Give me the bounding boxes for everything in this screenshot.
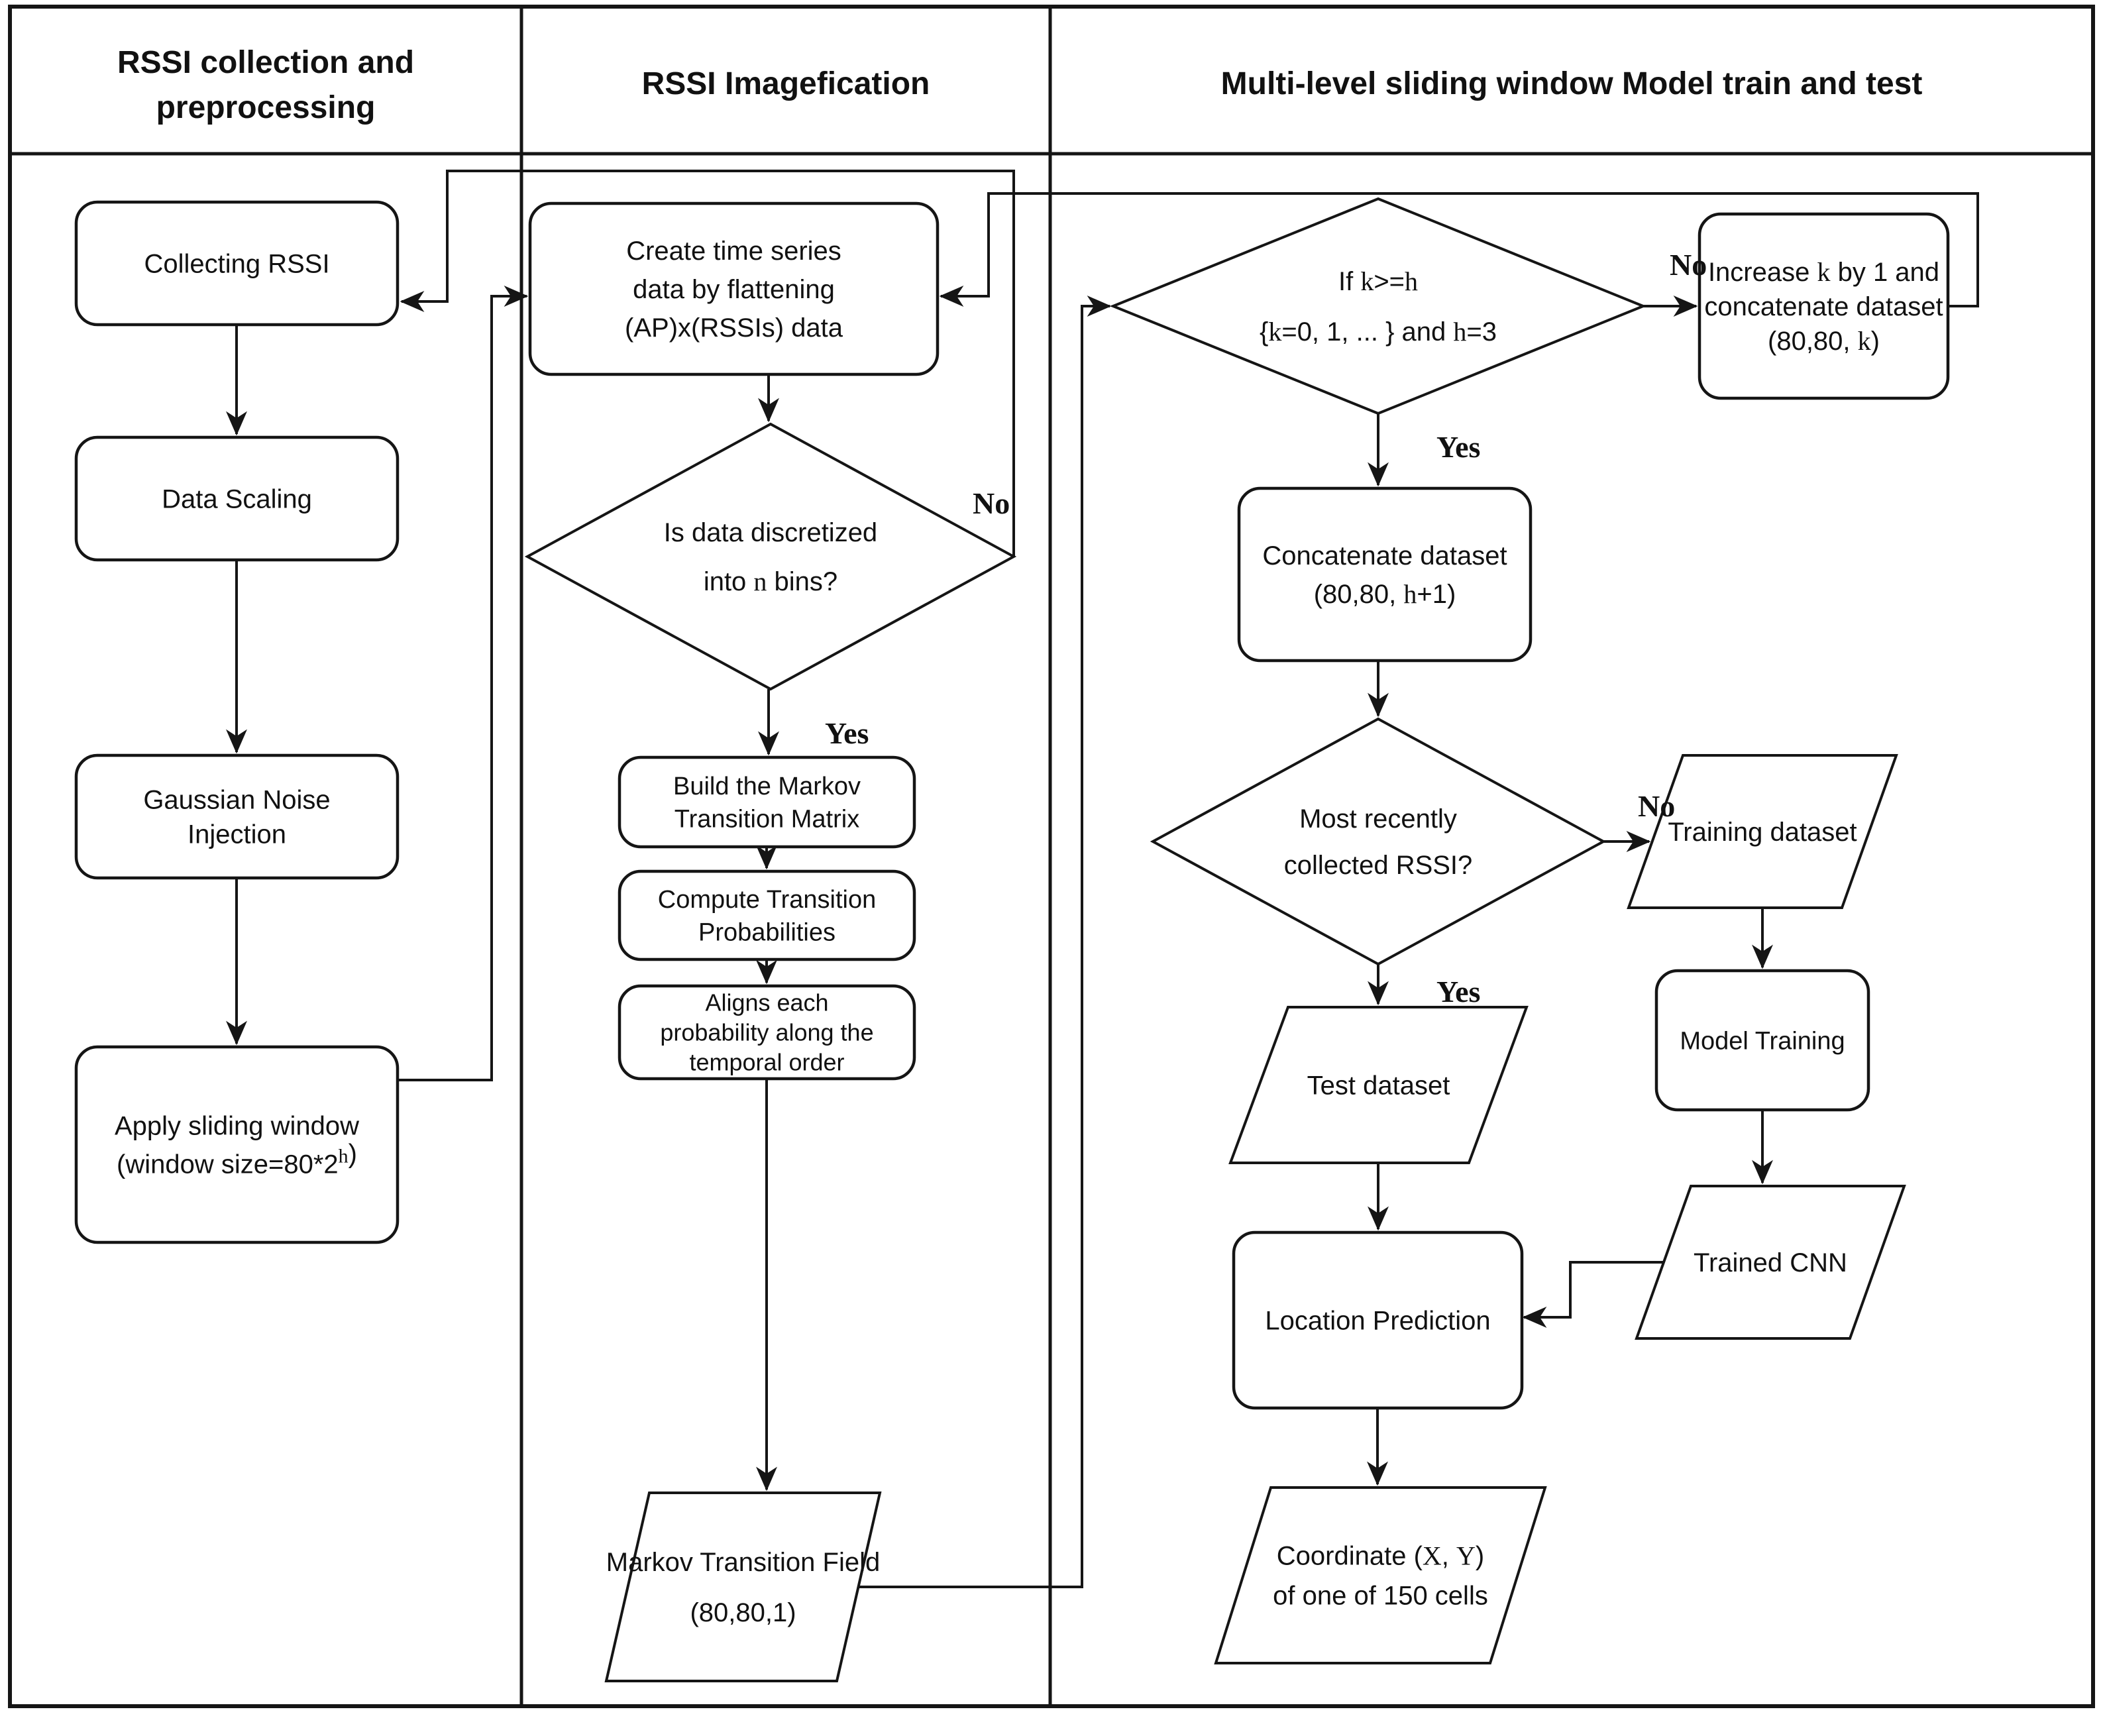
svg-text:Transition Matrix: Transition Matrix — [674, 806, 859, 834]
svg-text:Data Scaling: Data Scaling — [162, 485, 312, 514]
lane-title-imagefication: RSSI Imagefication — [642, 66, 930, 101]
svg-text:Aligns each: Aligns each — [705, 989, 828, 1016]
svg-text:Most recently: Most recently — [1299, 804, 1457, 834]
node-most-recent-rssi: Most recently collected RSSI? — [1150, 717, 1607, 966]
node-training-dataset: Training dataset — [1627, 754, 1898, 909]
svg-text:Increase k by 1 and: Increase k by 1 and — [1708, 257, 1939, 287]
svg-text:(80,80, k): (80,80, k) — [1768, 326, 1880, 356]
node-aligns-probability: Aligns each probability along the temporal… — [618, 984, 916, 1081]
svg-text:into n bins?: into n bins? — [704, 567, 837, 596]
node-location-prediction: Location Prediction — [1232, 1230, 1524, 1410]
svg-text:If k>=h: If k>=h — [1338, 266, 1418, 296]
node-concatenate-dataset: Concatenate dataset (80,80, h+1) — [1237, 486, 1533, 663]
node-model-training: Model Training — [1654, 969, 1870, 1112]
node-coordinate-output: Coordinate (X, Y) of one of 150 cells — [1214, 1486, 1547, 1664]
lane-title-preprocessing-line2: preprocessing — [156, 90, 376, 125]
node-create-time-series: Create time series data by flattening (AP)… — [528, 201, 940, 376]
svg-text:of one of 150 cells: of one of 150 cells — [1273, 1582, 1488, 1611]
svg-text:Test dataset: Test dataset — [1307, 1071, 1450, 1101]
svg-text:(80,80,1): (80,80,1) — [690, 1598, 796, 1627]
svg-text:Trained CNN: Trained CNN — [1694, 1248, 1847, 1277]
node-trained-cnn: Trained CNN — [1635, 1185, 1906, 1340]
node-is-data-discretized: Is data discretized into n bins? — [524, 422, 1017, 691]
svg-text:{k=0, 1, ... } and h=3: {k=0, 1, ... } and h=3 — [1260, 317, 1497, 347]
svg-text:Model Training: Model Training — [1680, 1027, 1845, 1055]
edge-layer — [226, 170, 1979, 1588]
label-yes-discretized: Yes — [825, 716, 869, 750]
svg-text:Apply sliding window: Apply sliding window — [115, 1112, 359, 1141]
svg-text:probability along the: probability along the — [660, 1019, 873, 1046]
svg-text:Is data discretized: Is data discretized — [664, 518, 877, 547]
svg-text:Coordinate (X, Y): Coordinate (X, Y) — [1277, 1541, 1484, 1571]
edge-sliding-to-create — [398, 286, 529, 1081]
svg-text:concatenate dataset: concatenate dataset — [1704, 292, 1943, 321]
label-no-ifk: No — [1670, 248, 1707, 282]
svg-text:Compute Transition: Compute Transition — [658, 886, 877, 914]
node-collecting-rssi: Collecting RSSI — [74, 200, 400, 327]
label-no-discretized: No — [973, 486, 1010, 520]
svg-text:Training dataset: Training dataset — [1668, 818, 1857, 847]
edge-increasek-loop — [939, 192, 1979, 307]
svg-text:(AP)x(RSSIs) data: (AP)x(RSSIs) data — [625, 313, 843, 343]
svg-text:Probabilities: Probabilities — [698, 919, 836, 947]
svg-text:collected RSSI?: collected RSSI? — [1284, 851, 1473, 880]
node-data-scaling: Data Scaling — [74, 435, 400, 562]
svg-text:Concatenate dataset: Concatenate dataset — [1262, 541, 1507, 570]
lane-title-preprocessing: RSSI collection and — [117, 45, 414, 80]
svg-text:Collecting RSSI: Collecting RSSI — [144, 250, 329, 279]
svg-text:data by flattening: data by flattening — [633, 275, 835, 304]
svg-text:Markov Transition Field: Markov Transition Field — [606, 1548, 880, 1577]
svg-text:(window size=80*2h): (window size=80*2h) — [117, 1140, 357, 1179]
svg-text:Injection: Injection — [188, 820, 286, 849]
edge-discretized-no-loop — [400, 170, 1015, 557]
edge-mtf-to-ifk — [858, 296, 1112, 1588]
label-yes-recent: Yes — [1436, 975, 1480, 1008]
svg-text:Create time series: Create time series — [626, 237, 841, 266]
svg-text:Build the Markov: Build the Markov — [673, 773, 861, 800]
node-increase-k: Increase k by 1 and concatenate dataset (8… — [1698, 212, 1950, 400]
edge-cnn-to-location — [1522, 1261, 1664, 1328]
label-no-recent: No — [1638, 789, 1675, 823]
svg-text:Location Prediction: Location Prediction — [1265, 1307, 1490, 1336]
svg-text:Gaussian Noise: Gaussian Noise — [143, 786, 330, 815]
svg-text:(80,80, h+1): (80,80, h+1) — [1314, 579, 1456, 609]
label-yes-ifk: Yes — [1436, 430, 1480, 464]
node-apply-sliding-window: Apply sliding window(window size=80*2h) — [74, 1045, 400, 1244]
node-test-dataset: Test dataset — [1228, 1006, 1529, 1164]
node-if-k-ge-h: If k>=h {k=0, 1, ... } and h=3 — [1109, 197, 1647, 415]
node-markov-transition-field: Markov Transition Field (80,80,1) — [604, 1492, 882, 1682]
figure-frame — [8, 5, 2095, 1708]
svg-text:temporal order: temporal order — [689, 1049, 844, 1076]
lane-title-model-train-test: Multi-level sliding window Model train a… — [1221, 66, 1923, 101]
